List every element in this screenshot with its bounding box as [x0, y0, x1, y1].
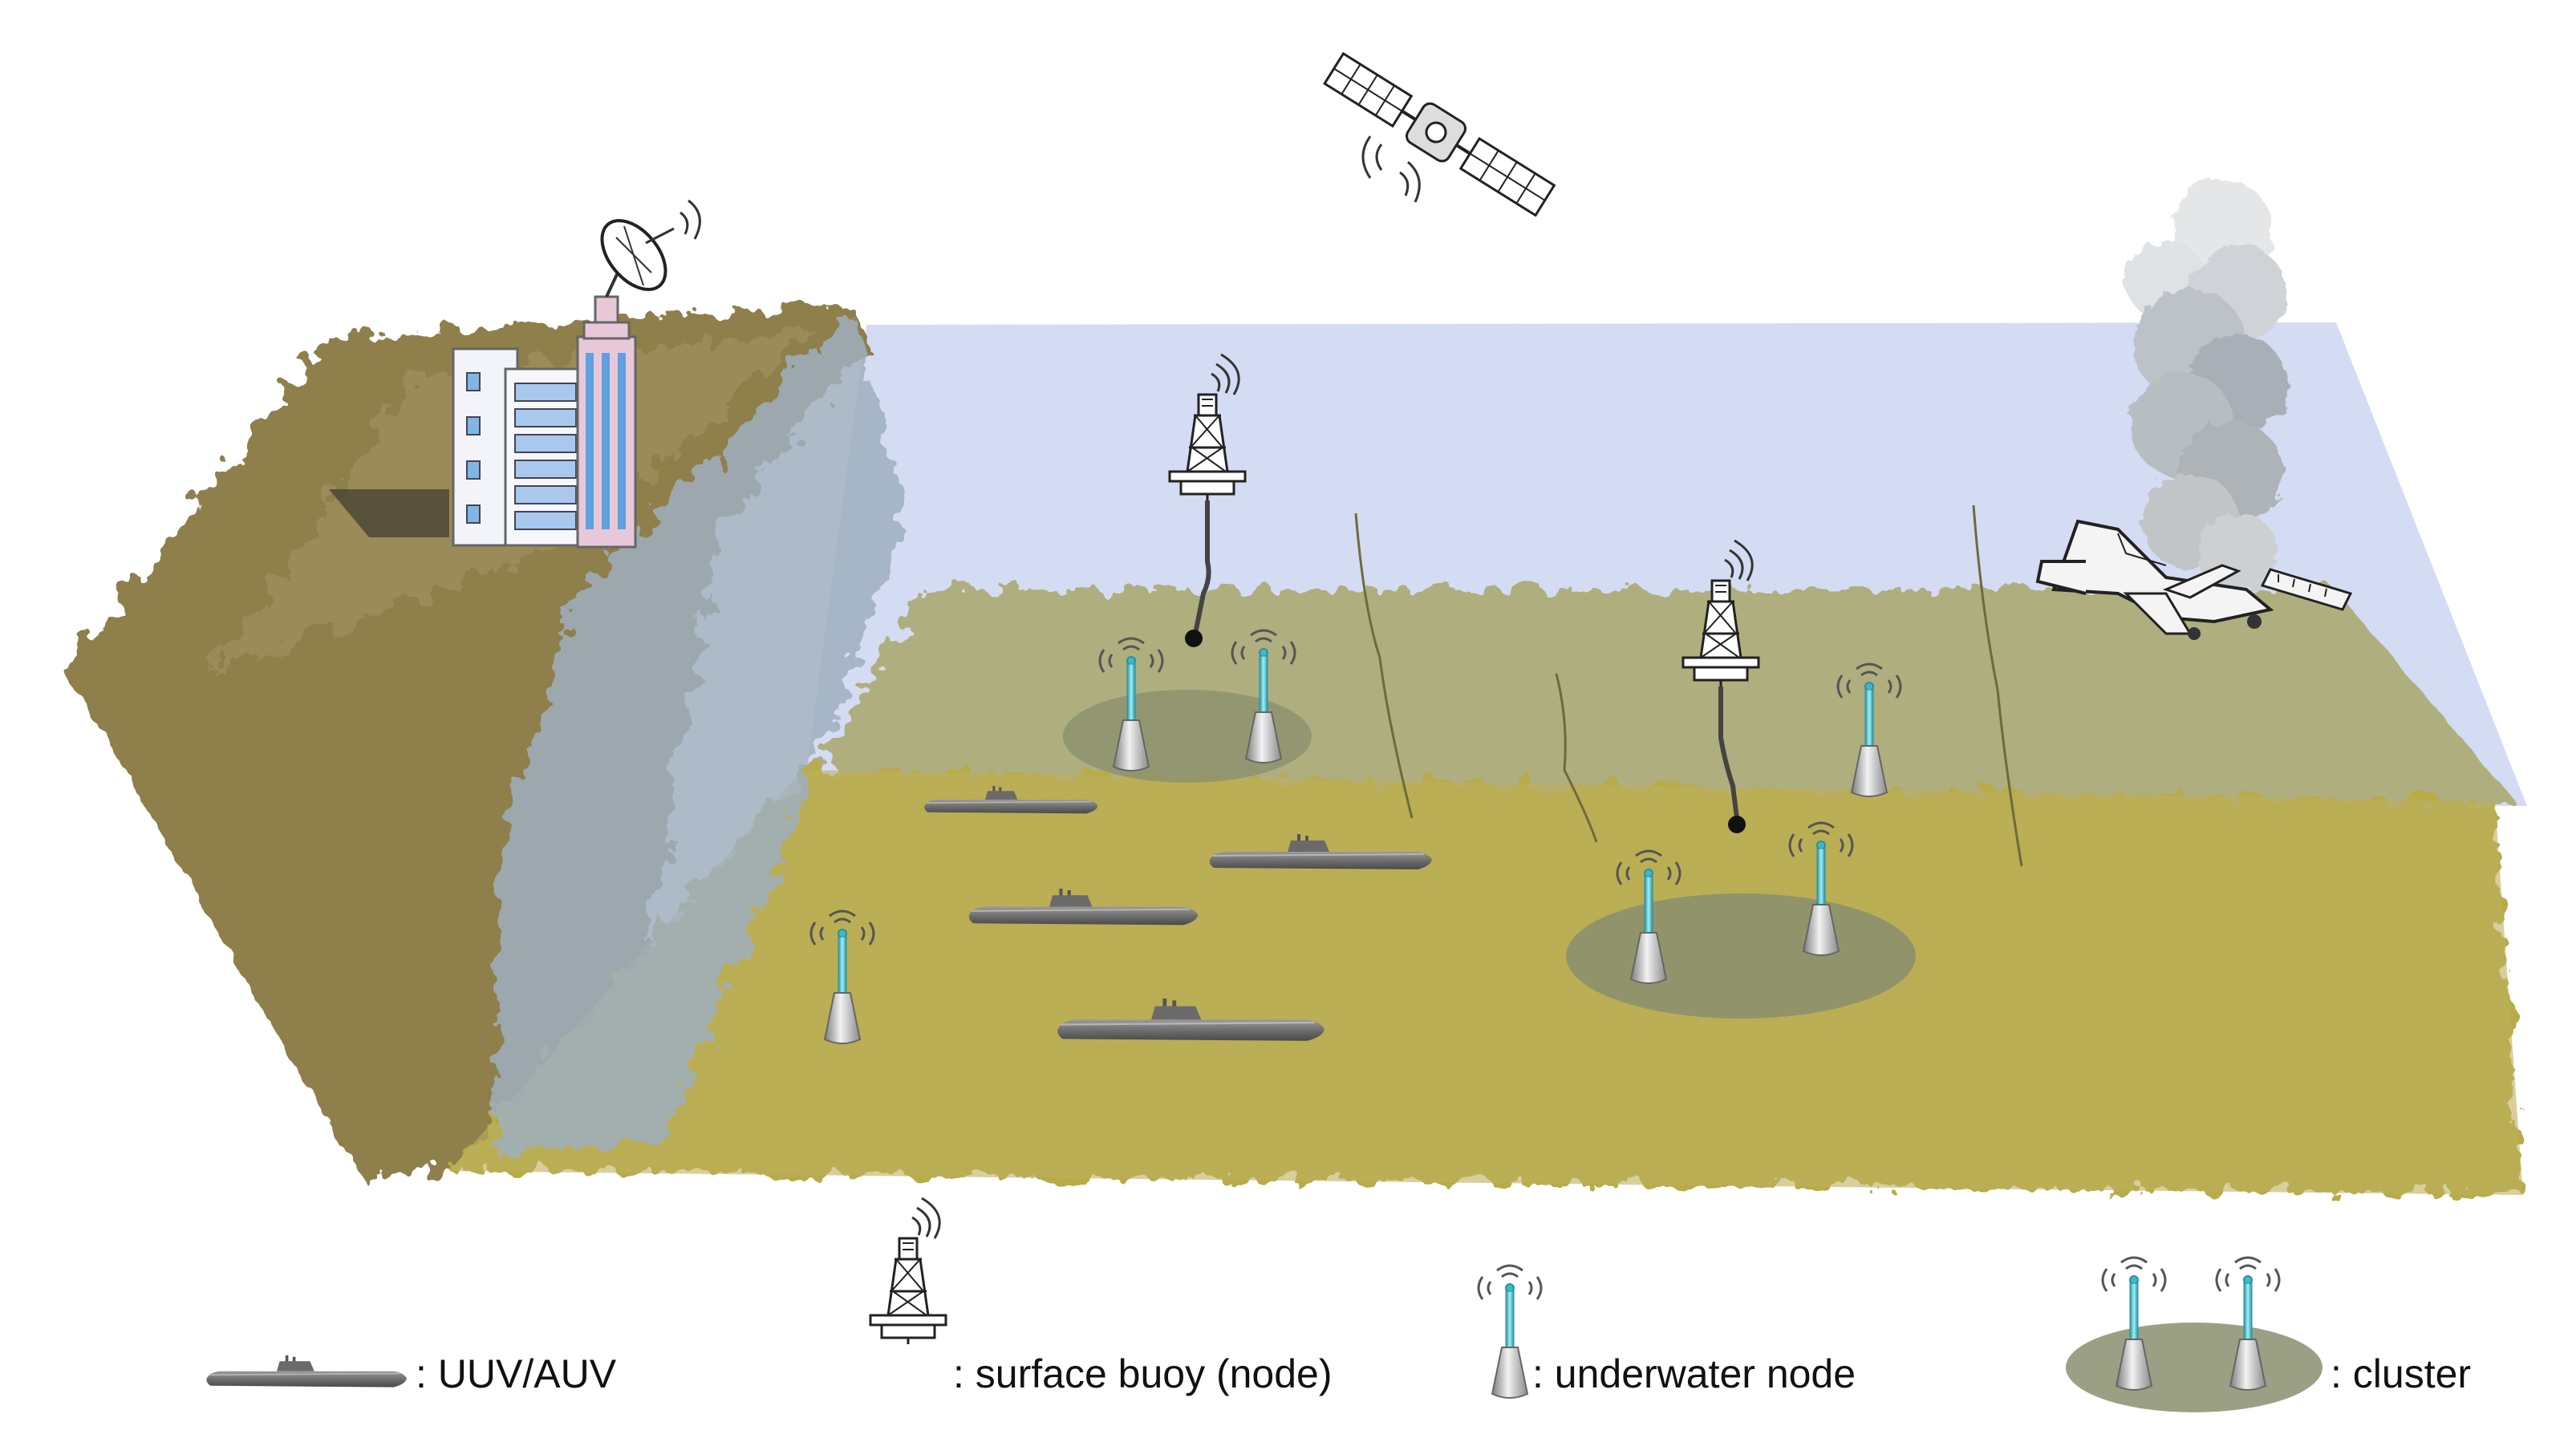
- submarine-icon: [205, 1355, 408, 1388]
- seabed-crack: [1555, 673, 1598, 843]
- satellite-dish-icon: [600, 199, 701, 298]
- seabed-far: [802, 589, 2519, 806]
- legend-item-buoy: : surface buoy (node): [869, 1197, 1333, 1396]
- legend-item-node: : underwater node: [1477, 1264, 1856, 1400]
- cluster-icon: [2066, 1256, 2322, 1412]
- legend-item-uuv: : UUV/AUV: [205, 1351, 617, 1396]
- anchor-weight: [1185, 630, 1203, 647]
- smoke-plume: [2126, 179, 2288, 593]
- buoy-mooring-cable: [1193, 500, 1211, 634]
- legend-label-node: : underwater node: [1532, 1351, 1856, 1396]
- satellite-signal-icon: [1361, 136, 1421, 203]
- crashed-airplane-icon: [2035, 519, 2353, 640]
- legend-label-buoy: : surface buoy (node): [953, 1351, 1333, 1396]
- buoy-mooring-cable: [1718, 687, 1739, 819]
- anchor-weight: [1728, 816, 1746, 833]
- seabed-crack: [1972, 504, 2023, 867]
- legend-item-cluster: : cluster: [2066, 1256, 2471, 1412]
- legend: : UUV/AUV : surface buoy (node) : underw…: [205, 1197, 2471, 1412]
- cluster-area: [1566, 893, 1916, 1019]
- satellite-icon: [1323, 51, 1556, 217]
- ground-station: [329, 199, 701, 549]
- legend-label-uuv: : UUV/AUV: [416, 1351, 617, 1396]
- legend-label-cluster: : cluster: [2331, 1351, 2471, 1396]
- cliff-face: [497, 313, 907, 1155]
- seabed-crack: [1354, 512, 1414, 819]
- seabed-texture: [449, 770, 2523, 1195]
- surface-buoy-icon: [869, 1197, 947, 1346]
